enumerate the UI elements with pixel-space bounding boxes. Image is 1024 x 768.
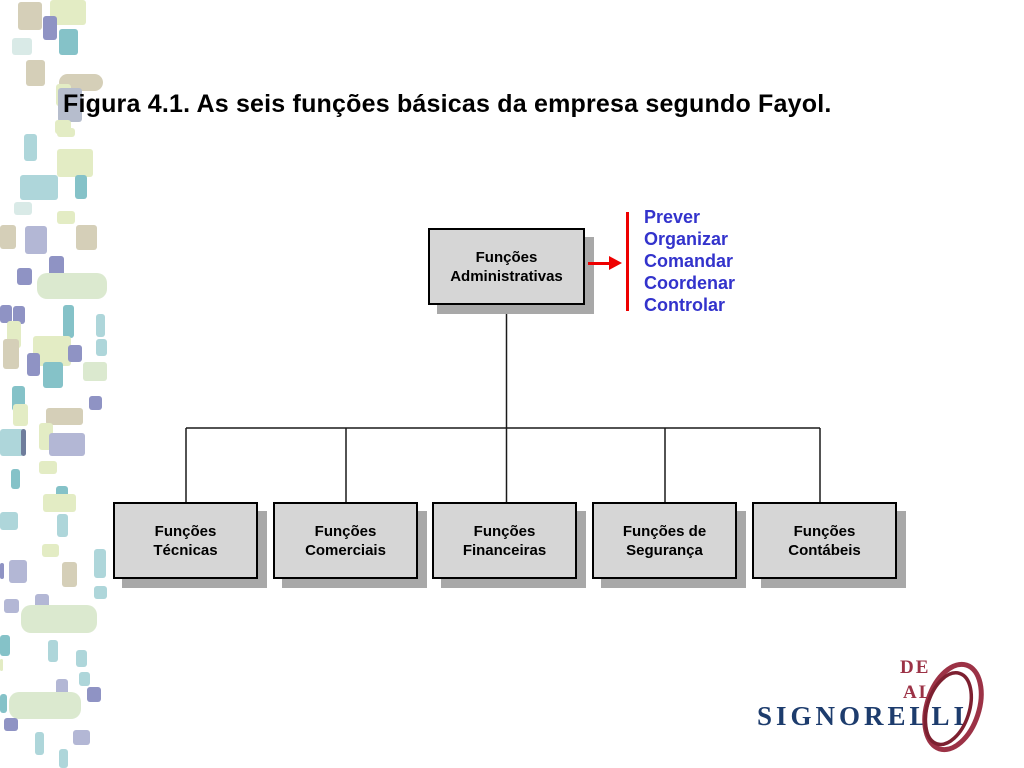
mosaic-tile	[0, 563, 4, 579]
mosaic-tile	[0, 659, 3, 671]
mosaic-tile	[0, 635, 10, 656]
mosaic-tile	[43, 16, 57, 40]
mosaic-tile	[0, 305, 12, 323]
mosaic-tile	[59, 29, 78, 55]
node-funcoes-tecnicas: Funções Técnicas	[113, 502, 258, 579]
mosaic-tile	[89, 396, 102, 410]
list-item: Prever	[644, 207, 701, 227]
mosaic-tile	[11, 469, 20, 489]
node-label-line: Funções de	[622, 522, 707, 540]
mosaic-tile	[62, 562, 77, 587]
mosaic-tile	[94, 549, 106, 578]
node-label-line: Funções	[793, 522, 856, 540]
red-arrow-shaft	[588, 262, 611, 265]
mosaic-tile	[73, 730, 90, 745]
mosaic-decoration	[0, 0, 140, 768]
mosaic-tile	[48, 640, 58, 662]
mosaic-tile	[58, 88, 82, 122]
node-label-line: Financeiras	[462, 541, 547, 559]
node-label: Funções Contábeis	[788, 522, 861, 560]
mosaic-tile	[75, 175, 87, 199]
red-divider-line	[626, 212, 629, 311]
admin-functions-list: Prever Organizar Comandar Coordenar Cont…	[644, 206, 735, 316]
node-label-line: Contábeis	[788, 541, 861, 559]
mosaic-tile	[49, 433, 85, 456]
mosaic-tile	[42, 544, 59, 557]
mosaic-tile	[83, 362, 107, 381]
slide-title: Figura 4.1. As seis funções básicas da e…	[63, 90, 832, 118]
mosaic-tile	[25, 226, 47, 254]
mosaic-tile	[57, 149, 93, 177]
mosaic-tile	[12, 38, 32, 55]
mosaic-tile	[18, 2, 42, 30]
node-label-line: Técnicas	[153, 541, 218, 559]
logo-text-fragment: DE	[900, 657, 931, 678]
list-item: Controlar	[644, 295, 725, 315]
mosaic-tile	[35, 732, 44, 755]
mosaic-tile	[37, 273, 107, 299]
mosaic-tile	[9, 560, 27, 583]
mosaic-tile	[3, 339, 19, 369]
node-label: Funções Técnicas	[153, 522, 217, 560]
mosaic-tile	[21, 429, 26, 456]
list-item: Organizar	[644, 229, 729, 249]
red-arrow-head-icon	[609, 256, 622, 270]
mosaic-tile	[4, 599, 19, 613]
mosaic-tile	[9, 692, 81, 719]
mosaic-tile	[13, 404, 28, 426]
node-label: Funções Comerciais	[305, 522, 386, 560]
mosaic-tile	[76, 650, 87, 667]
node-label-line: Funções	[473, 522, 536, 540]
mosaic-tile	[94, 586, 107, 599]
mosaic-tile	[0, 512, 18, 530]
mosaic-tile	[0, 225, 16, 249]
mosaic-tile	[57, 128, 75, 137]
list-item: Coordenar	[644, 273, 736, 293]
node-funcoes-contabeis: Funções Contábeis	[752, 502, 897, 579]
mosaic-tile	[49, 256, 64, 276]
mosaic-tile	[27, 353, 40, 376]
mosaic-tile	[59, 749, 68, 768]
mosaic-tile	[96, 339, 107, 356]
mosaic-tile	[68, 345, 82, 362]
mosaic-tile	[14, 202, 32, 215]
node-label-line: Funções	[314, 522, 377, 540]
signorelli-wordmark: SIGNORELLI	[757, 701, 969, 731]
mosaic-tile	[26, 60, 45, 86]
node-funcoes-administrativas: Funções Administrativas	[428, 228, 585, 305]
mosaic-tile	[46, 408, 83, 425]
mosaic-tile	[79, 672, 90, 686]
mosaic-tile	[63, 305, 74, 338]
node-label-line: Funções	[154, 522, 217, 540]
mosaic-tile	[13, 306, 25, 324]
mosaic-tile	[20, 175, 58, 200]
mosaic-tile	[0, 429, 24, 456]
node-funcoes-financeiras: Funções Financeiras	[432, 502, 577, 579]
node-label-line: Funções	[475, 248, 538, 266]
mosaic-tile	[57, 514, 68, 537]
mosaic-tile	[43, 494, 76, 512]
mosaic-tile	[96, 314, 105, 337]
node-funcoes-de-seguranca: Funções de Segurança	[592, 502, 737, 579]
mosaic-tile	[43, 362, 63, 388]
mosaic-tile	[17, 268, 32, 285]
node-label-line: Comerciais	[305, 541, 386, 559]
logo-text-fragment: AL	[903, 682, 934, 703]
mosaic-tile	[57, 211, 75, 224]
mosaic-tile	[39, 461, 57, 474]
node-label-line: Segurança	[626, 541, 703, 559]
mosaic-tile	[24, 134, 37, 161]
list-item: Comandar	[644, 251, 734, 271]
node-label: Funções Administrativas	[450, 248, 563, 286]
mosaic-tile	[0, 694, 7, 713]
mosaic-tile	[4, 718, 18, 731]
node-funcoes-comerciais: Funções Comerciais	[273, 502, 418, 579]
node-label: Funções Financeiras	[463, 522, 546, 560]
mosaic-tile	[21, 605, 97, 633]
mosaic-tile	[87, 687, 101, 702]
node-label-line: Administrativas	[450, 267, 563, 285]
node-label: Funções de Segurança	[623, 522, 706, 560]
mosaic-tile	[76, 225, 97, 250]
